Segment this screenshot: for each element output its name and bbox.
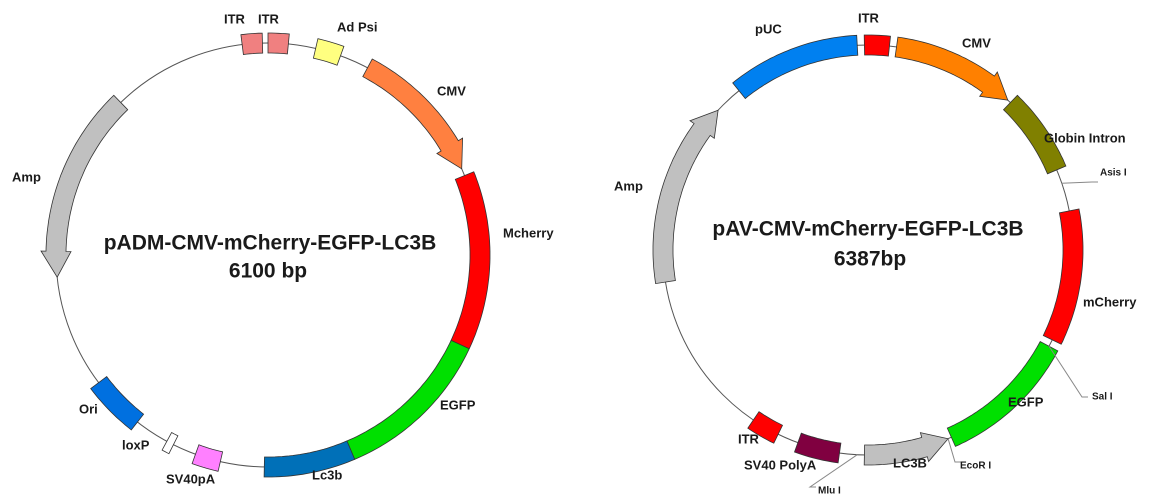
feature-label-itr: ITR [858,10,880,25]
feature-sv40pa-block [191,444,224,472]
feature-itr-block [240,32,264,55]
plasmid-size: 6387bp [834,248,906,271]
plasmid-name: pADM-CMV-mCherry-EGFP-LC3B [104,232,437,255]
site-marker-asis-i [1061,181,1098,184]
feature-label-loxp: loxP [122,437,150,452]
feature-itr-block [863,34,891,57]
feature-label-globin-intron: Globin Intron [1044,130,1126,145]
feature-sv40-polya-block [793,432,842,464]
feature-label-itr: ITR [224,11,246,26]
feature-label-itr: ITR [738,431,760,446]
feature-label-ad-psi: Ad Psi [337,19,377,34]
site-label-ecor-i: EcoR I [960,461,991,472]
feature-label-cmv: CMV [437,83,466,98]
feature-mcherry-block [450,171,491,350]
feature-label-sv40-polya: SV40 PolyA [744,457,817,472]
feature-amp-arrow [652,109,719,285]
feature-ori-block [90,376,145,431]
feature-label-amp: Amp [12,169,41,184]
plasmid-size: 6100 bp [229,260,307,283]
feature-amp-arrow [40,94,129,278]
feature-itr-block [747,411,784,444]
site-marker-ecor-i [947,438,961,463]
site-label-mlu-i: Mlu I [818,486,841,497]
feature-label-mcherry: mCherry [1083,294,1137,309]
feature-lc3b-block [263,440,356,478]
plasmid-map-pav: pAV-CMV-mCherry-EGFP-LC3B 6387bp pUC ITR… [614,10,1137,496]
feature-label-egfp: EGFP [1008,394,1044,409]
feature-puc-block [732,34,859,100]
site-label-sal-i: Sal I [1092,392,1113,403]
site-marker-mlu-i [808,454,858,488]
plasmid-map-padm: pADM-CMV-mCherry-EGFP-LC3B 6100 bp ITR I… [12,11,554,486]
feature-lc3b-arrow [863,432,949,466]
feature-label-lc3b: Lc3b [312,467,342,482]
feature-label-puc: pUC [755,21,782,36]
plasmid-name: pAV-CMV-mCherry-EGFP-LC3B [712,218,1023,241]
feature-cmv-arrow [894,36,1009,101]
feature-loxp-block [161,431,179,455]
feature-globin-intron-block [1002,94,1067,175]
feature-label-ori: Ori [79,401,98,416]
feature-label-egfp: EGFP [440,397,476,412]
feature-ad-psi-block [312,38,345,66]
feature-mcherry-block [1042,208,1084,345]
feature-label-itr: ITR [258,11,280,26]
feature-label-lc3b: LC3B [893,455,927,470]
feature-itr-block [267,32,290,55]
site-marker-sal-i [1048,345,1088,398]
feature-label-sv40pa: SV40pA [166,471,216,486]
feature-cmv-arrow [362,58,464,170]
feature-label-amp: Amp [614,178,643,193]
feature-label-mcherry: Mcherry [503,225,554,240]
site-label-asis-i: Asis I [1100,168,1127,179]
feature-label-cmv: CMV [962,35,991,50]
feature-egfp-block [946,340,1059,447]
